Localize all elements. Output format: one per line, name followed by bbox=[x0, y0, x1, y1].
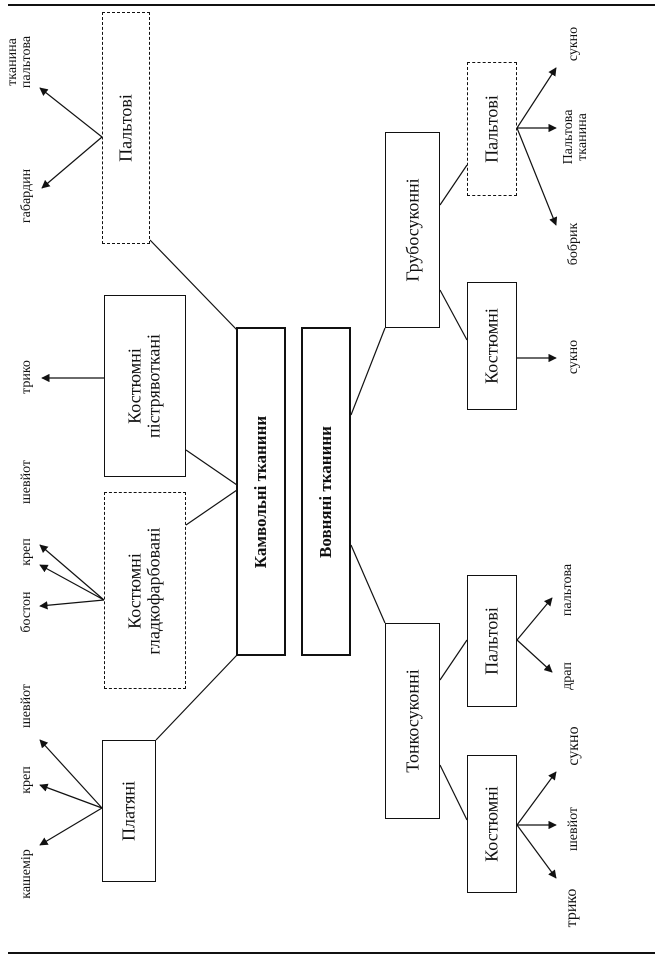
node-paltovi-grub: Пальтові bbox=[467, 62, 517, 196]
leaf-boston-text: бостон bbox=[19, 591, 34, 633]
leaf-tryko-top-text: трико bbox=[19, 360, 34, 394]
node-kostyumni-grub-label: Костюмні bbox=[481, 308, 502, 384]
leaf-sukno-grub-paltovi-text: сукно bbox=[566, 26, 581, 62]
arrow-gladko-krep bbox=[39, 564, 105, 601]
leaf-gabardyn-text: габардин bbox=[19, 168, 34, 224]
leaf-paltova-tonk-text: пальтова bbox=[560, 563, 575, 617]
edge-kamvolni-platyani bbox=[155, 654, 238, 741]
edge-kamvolni-pistryav bbox=[185, 449, 238, 486]
leaf-sheviot-bottom-text: шевйот bbox=[566, 806, 581, 852]
edge-tonk-kostyumni bbox=[439, 764, 468, 821]
node-kostyumni-gladko: Костюмні гладкофарбовані bbox=[104, 492, 186, 689]
edge-vovnyani-grub bbox=[350, 327, 386, 416]
leaf-sheviot-top-text: шевйот bbox=[19, 459, 34, 505]
leaf-krep-mid-text: креп bbox=[19, 766, 34, 794]
leaf-bobryk-text: бобрик bbox=[566, 222, 581, 266]
node-kostyumni-pistryav: Костюмні пістрявоткані bbox=[104, 295, 186, 477]
leaf-tryko-bottom-text: трико bbox=[563, 888, 580, 928]
node-kostyumni-grub: Костюмні bbox=[467, 282, 517, 410]
arrow-platyani-kashemir bbox=[39, 807, 103, 846]
leaf-sukno-tonk-text: сукно bbox=[565, 726, 582, 766]
node-grubosukonni-label: Грубосуконні bbox=[401, 178, 422, 282]
node-vovnyani-label: Вовняні тканини bbox=[315, 425, 335, 558]
node-tonkosukonni-label: Тонкосуконні bbox=[401, 669, 422, 773]
arrow-tonkkost-tryko bbox=[516, 824, 557, 879]
node-kostyumni-tonk: Костюмні bbox=[467, 755, 517, 893]
edge-kamvolni-paltovi bbox=[149, 239, 238, 331]
node-kamvolni: Камвольні тканини bbox=[236, 327, 286, 656]
node-paltovi-top: Пальтові bbox=[102, 12, 150, 244]
node-paltovi-tonk: Пальтові bbox=[467, 575, 517, 707]
edge-vovnyani-tonk bbox=[350, 544, 386, 624]
node-kamvolni-label: Камвольні тканини bbox=[250, 415, 270, 568]
arrow-gladko-boston bbox=[39, 599, 105, 610]
edge-tonk-paltovi bbox=[439, 639, 468, 681]
leaf-tkanyna-paltova-top-text: тканина пальтова bbox=[5, 35, 34, 89]
arrow-tonkpalt-drap bbox=[516, 639, 553, 673]
arrow-platyani-sheviot bbox=[39, 739, 103, 809]
arrow-grubpalt-bobryk bbox=[516, 127, 558, 226]
node-kostyumni-tonk-label: Костюмні bbox=[481, 786, 502, 862]
leaf-krep-top-text: креп bbox=[19, 538, 34, 566]
arrow-tonkpalt-paltova bbox=[516, 597, 553, 641]
node-paltovi-tonk-label: Пальтові bbox=[481, 607, 502, 675]
edge-grub-paltovi bbox=[439, 164, 468, 206]
node-vovnyani: Вовняні тканини bbox=[301, 327, 351, 656]
arrow-gladko-sheviot bbox=[39, 544, 105, 601]
arrow-tonkkost-sukno bbox=[516, 771, 557, 826]
node-grubosukonni: Грубосуконні bbox=[385, 132, 440, 328]
node-platyani: Платяні bbox=[102, 740, 156, 882]
node-paltovi-grub-label: Пальтові bbox=[481, 95, 502, 163]
leaf-sheviot-mid-text: шевйот bbox=[19, 683, 34, 729]
arrow-paltovi-gabardyn bbox=[41, 136, 103, 189]
leaf-sukno-grub-kost-text: сукно bbox=[566, 339, 581, 375]
leaf-paltova-tkanyna-text: Пальтова тканина bbox=[561, 109, 590, 165]
leaf-drap-text: драп bbox=[560, 662, 575, 690]
node-kostyumni-gladko-label: Костюмні гладкофарбовані bbox=[124, 526, 164, 655]
leaf-kashemir-text: кашемір bbox=[19, 849, 34, 899]
node-kostyumni-pistryav-label: Костюмні пістрявоткані bbox=[124, 333, 164, 439]
edge-grub-kostyumni bbox=[439, 289, 468, 341]
arrow-platyani-krep bbox=[39, 783, 103, 809]
arrow-grubpalt-sukno bbox=[516, 67, 557, 129]
node-platyani-label: Платяні bbox=[118, 780, 139, 842]
node-paltovi-top-label: Пальтові bbox=[115, 94, 136, 162]
arrow-paltovi-tkanyna bbox=[39, 87, 103, 138]
edge-kamvolni-gladko bbox=[185, 489, 238, 526]
node-tonkosukonni: Тонкосуконні bbox=[385, 623, 440, 819]
